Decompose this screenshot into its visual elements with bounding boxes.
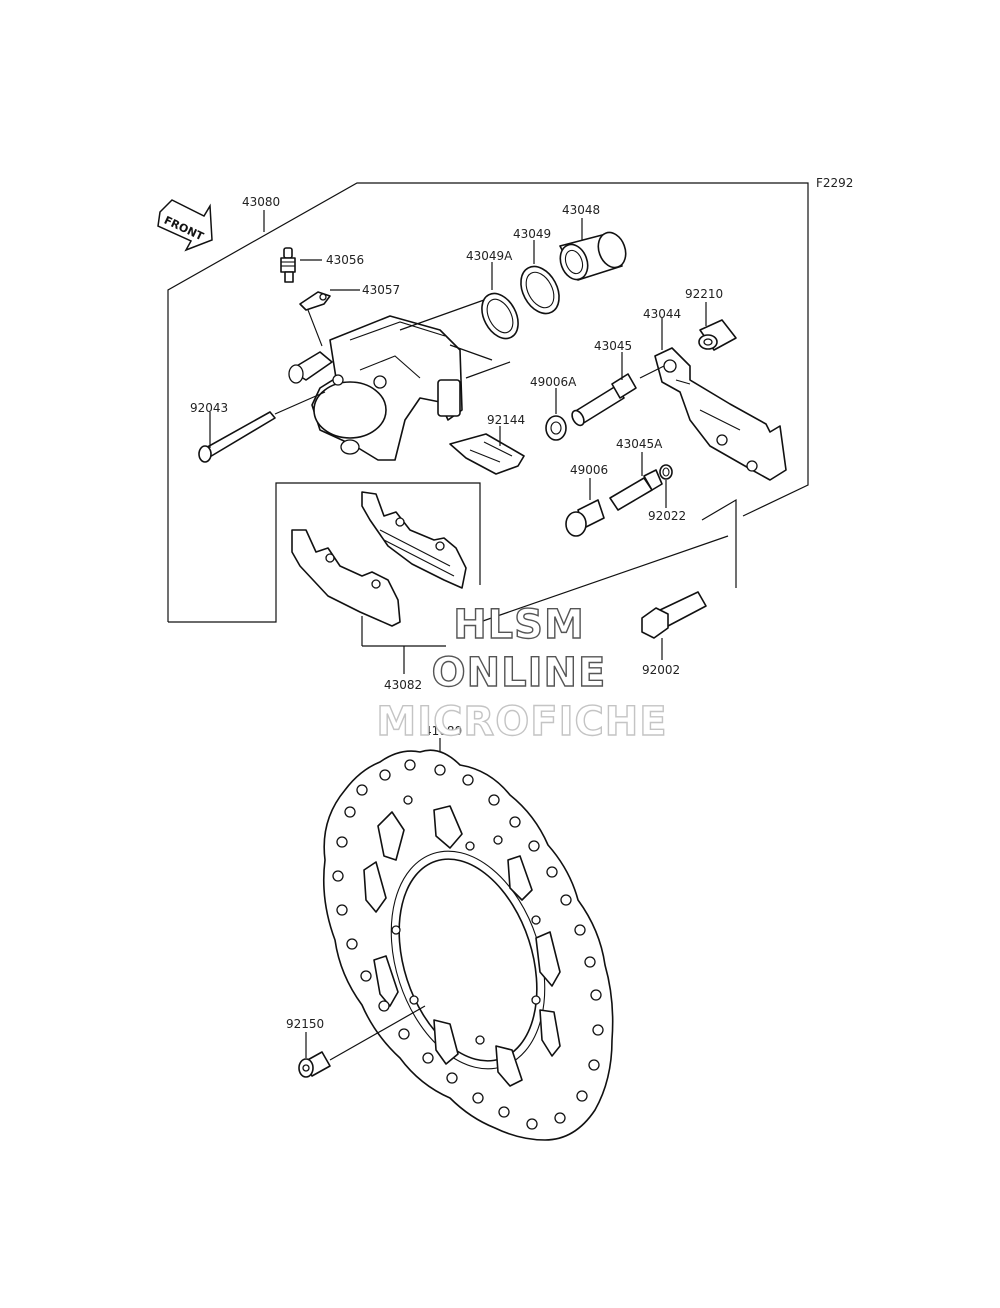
label-43080: 43080 — [242, 195, 280, 209]
disc-bolt-92150 — [298, 1005, 426, 1078]
label-92022: 92022 — [648, 509, 686, 523]
label-43044: 43044 — [643, 307, 681, 321]
label-43056: 43056 — [326, 253, 364, 267]
pin-92043 — [198, 391, 326, 463]
label-43045A: 43045A — [616, 437, 663, 451]
label-92144: 92144 — [487, 413, 525, 427]
part-labels: F2292 43080 43056 43057 92043 43049A 430… — [190, 176, 853, 1031]
front-arrow-icon: FRONT — [157, 199, 213, 252]
watermark-line3: MICROFICHE — [376, 699, 667, 745]
label-92150: 92150 — [286, 1017, 324, 1031]
boot-49006A — [545, 388, 567, 441]
bleeder-cap — [299, 289, 360, 347]
caliper-body — [288, 315, 463, 461]
watermark-line2: ONLINE — [432, 650, 607, 696]
label-43082: 43082 — [384, 678, 422, 692]
seal-43049A — [481, 262, 519, 340]
label-92043: 92043 — [190, 401, 228, 415]
collar-92210 — [698, 302, 737, 351]
brake-pads-43082 — [291, 491, 467, 674]
spring-92144 — [449, 426, 525, 475]
label-43048: 43048 — [562, 203, 600, 217]
caliper-assembly-outline — [167, 182, 809, 623]
label-43057: 43057 — [362, 283, 400, 297]
watermark: HLSM ONLINE MICROFICHE — [376, 601, 668, 745]
pin-43045 — [571, 352, 637, 427]
label-43049: 43049 — [513, 227, 551, 241]
pin-43045A — [609, 452, 663, 511]
piston-43048 — [559, 218, 627, 281]
ring-92022 — [659, 464, 673, 508]
seal-43049 — [520, 240, 560, 315]
label-43049A: 43049A — [466, 249, 513, 263]
label-43045: 43045 — [594, 339, 632, 353]
label-49006A: 49006A — [530, 375, 577, 389]
disc-vent-slots — [363, 805, 561, 1087]
label-49006: 49006 — [570, 463, 608, 477]
label-92002: 92002 — [642, 663, 680, 677]
diagram-code: F2292 — [816, 176, 853, 190]
caliper-leader-lines — [399, 299, 511, 379]
bleeder-valve — [280, 247, 322, 283]
brake-disc-41080 — [322, 738, 614, 1141]
bracket-43044 — [639, 318, 787, 481]
leader-assembly — [479, 535, 729, 623]
watermark-line1: HLSM — [453, 602, 585, 648]
label-41080: 41080 — [424, 724, 462, 738]
bolt-92002 — [641, 498, 737, 660]
disc-holes — [332, 759, 604, 1130]
label-92210: 92210 — [685, 287, 723, 301]
boot-49006 — [565, 478, 605, 537]
